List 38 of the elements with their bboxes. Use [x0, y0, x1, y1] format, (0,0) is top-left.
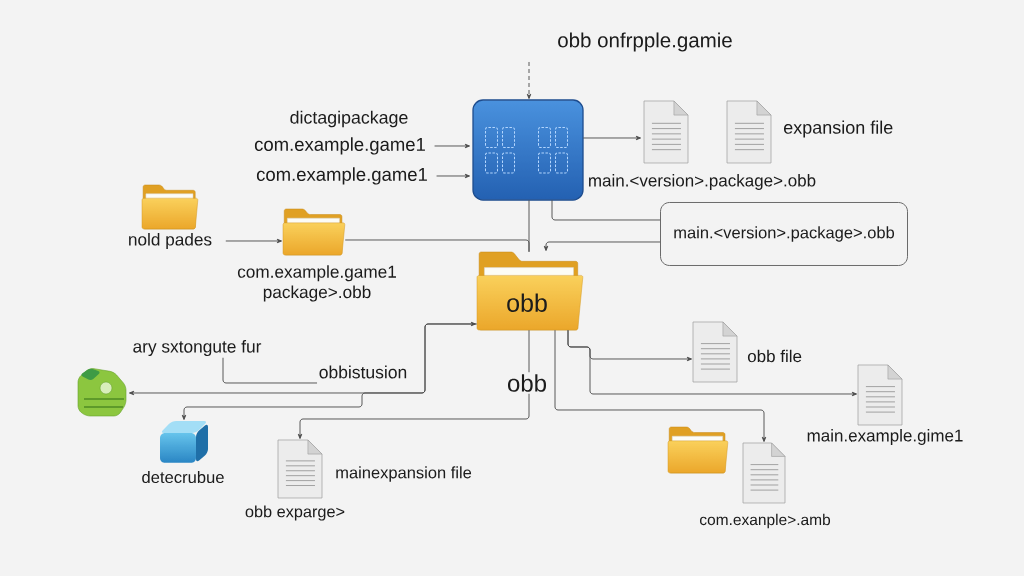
arrow	[297, 329, 530, 439]
document-icon	[643, 100, 689, 164]
connector-line	[551, 199, 661, 221]
arrow	[436, 173, 471, 179]
text-label: nold pades	[129, 233, 212, 249]
text-label: dictagipackage	[290, 110, 408, 128]
connector-line	[344, 239, 530, 253]
folder-box: obb	[476, 251, 584, 331]
node-label: com.exanple>.amb	[699, 513, 831, 529]
arrow	[129, 321, 477, 396]
stack-icon	[77, 368, 127, 417]
arrow	[554, 329, 767, 442]
text-label: obbistusion	[319, 365, 407, 379]
device-icon	[472, 99, 584, 201]
node-label: obb file	[747, 349, 802, 363]
arrow	[225, 238, 282, 244]
node-label: main.example.gime1	[807, 429, 963, 445]
arrow	[181, 323, 478, 420]
text-label: com.example.game1	[254, 137, 425, 155]
node-label: mainexpansion file	[336, 466, 472, 482]
rounded-box: main.<version>.package>.obb	[660, 202, 908, 266]
text-label: ary sxtongute fur	[133, 339, 262, 357]
text-label: main.<version>.package>.obb	[589, 174, 816, 190]
node-label: com.example.game1 package>.obb	[237, 265, 396, 302]
arrow	[567, 329, 858, 397]
arrow	[543, 241, 661, 251]
node-label: detecrubue	[142, 470, 224, 484]
node-label: expansion file	[784, 120, 893, 138]
node-label: obb exparge>	[245, 505, 345, 521]
arrow	[434, 143, 471, 149]
text-label: com.example.game1	[256, 167, 427, 185]
edge-label: obb	[505, 372, 550, 394]
folder-icon	[667, 426, 729, 474]
connector-line	[222, 357, 318, 384]
folder-icon	[141, 184, 199, 230]
arrow	[582, 135, 642, 141]
title: obb onfrpple.gamie	[558, 32, 732, 52]
arrow	[526, 61, 532, 99]
